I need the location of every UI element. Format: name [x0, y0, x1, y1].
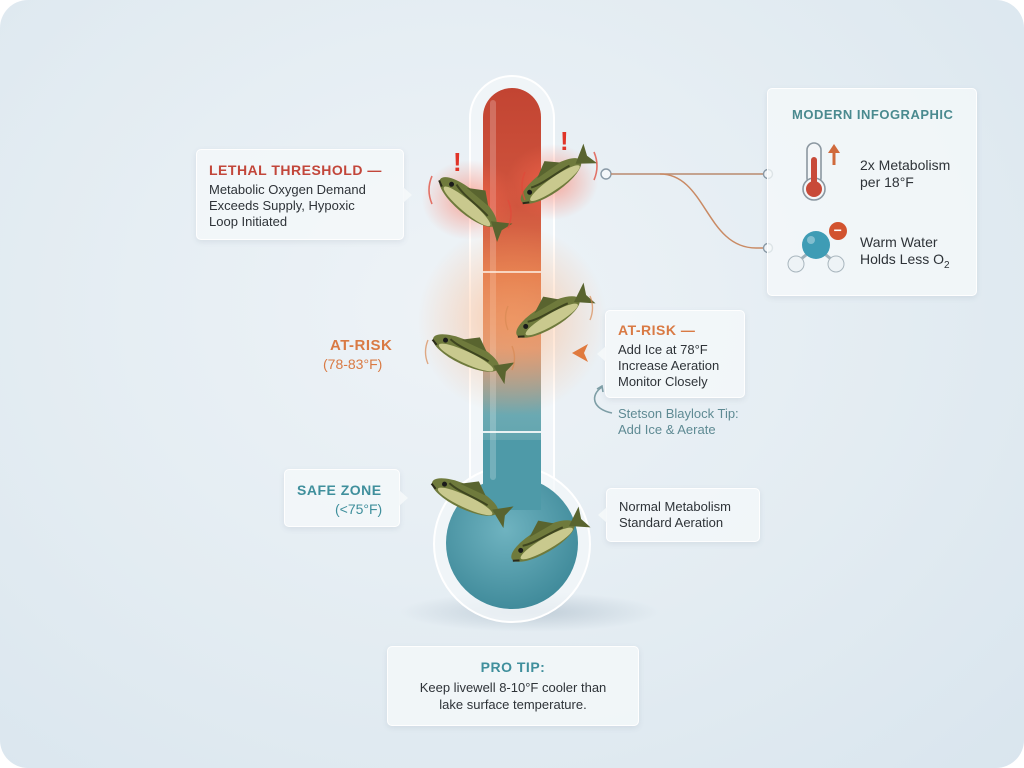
normal-metabolism-card: Normal Metabolism Standard Aeration	[598, 488, 760, 542]
at-risk-label: AT-RISK	[330, 337, 393, 354]
safe-zone-range: (<75°F)	[335, 501, 383, 517]
info-panel: MODERN INFOGRAPHIC 2x Metabolism per 18°…	[767, 88, 977, 296]
fact-warm-water-line: Warm Water	[860, 234, 938, 250]
normal-metabolism-line: Standard Aeration	[619, 515, 724, 530]
fish-lethal-right	[509, 136, 599, 213]
at-risk-card-line: Add Ice at 78°F	[618, 342, 708, 357]
fact-metabolism-line: 2x Metabolism	[860, 157, 951, 173]
lethal-threshold-line: Metabolic Oxygen Demand	[209, 182, 366, 197]
pro-tip-line: lake surface temperature.	[439, 697, 587, 712]
at-risk-card-line: Monitor Closely	[618, 374, 708, 389]
oxygen-molecule-icon	[787, 231, 845, 273]
alert-icon: !	[453, 147, 463, 177]
fish-lethal-left	[431, 162, 519, 244]
at-risk-card-title: AT-RISK —	[618, 322, 696, 338]
tip-line: Add Ice & Aerate	[618, 422, 716, 437]
alert-icon: !	[560, 126, 570, 156]
lethal-threshold-line: Exceeds Supply, Hypoxic	[209, 198, 355, 213]
at-risk-card-line: Increase Aeration	[618, 358, 720, 373]
fish-safe-left	[426, 462, 518, 530]
pro-tip-title: PRO TIP:	[480, 659, 546, 675]
lethal-threshold-card: LETHAL THRESHOLD — Metabolic Oxygen Dema…	[196, 149, 412, 240]
fish-safe-right	[500, 498, 592, 571]
at-risk-card: AT-RISK — Add Ice at 78°F Increase Aerat…	[597, 310, 745, 398]
panel-title: MODERN INFOGRAPHIC	[792, 107, 954, 122]
pointer-arrow-icon	[572, 344, 588, 362]
connector-lines	[600, 168, 774, 254]
fact-oxygen-line: Holds Less O2	[860, 251, 950, 274]
safe-zone-card: SAFE ZONE (<75°F)	[284, 469, 408, 527]
lethal-threshold-title: LETHAL THRESHOLD —	[209, 162, 382, 178]
fish-at-risk-left	[427, 318, 519, 386]
lethal-threshold-line: Loop Initiated	[209, 214, 288, 229]
pro-tip-card: PRO TIP: Keep livewell 8-10°F cooler tha…	[387, 646, 639, 726]
minus-badge-icon: −	[829, 222, 847, 240]
pro-tip-line: Keep livewell 8-10°F cooler than	[419, 680, 607, 695]
fact-metabolism-line: per 18°F	[860, 174, 914, 190]
safe-zone-title: SAFE ZONE	[297, 482, 382, 498]
oxygen-subscript: 2	[944, 259, 950, 271]
thermometer-up-icon	[802, 142, 840, 201]
tip-line: Stetson Blaylock Tip:	[618, 406, 739, 421]
minus-badge-label: −	[833, 222, 843, 238]
normal-metabolism-line: Normal Metabolism	[619, 499, 731, 514]
curved-arrow-icon	[593, 385, 613, 414]
at-risk-range: (78-83°F)	[323, 356, 383, 372]
fact-oxygen-text: Holds Less O	[860, 251, 945, 267]
fish-at-risk-right	[505, 274, 597, 347]
